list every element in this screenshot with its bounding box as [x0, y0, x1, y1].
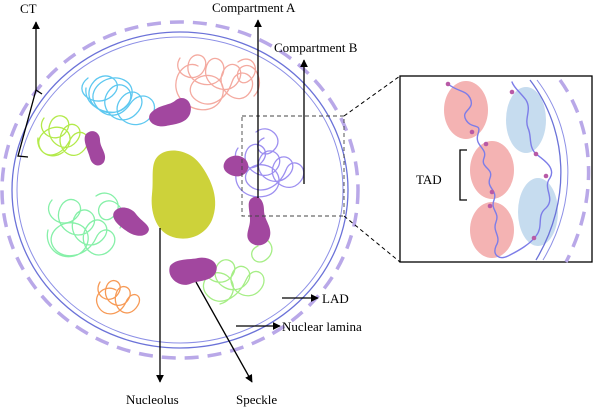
speckle-3	[113, 207, 149, 236]
fiber-bead	[543, 173, 549, 179]
tad-red-2	[470, 141, 514, 199]
tad-bracket	[459, 149, 467, 201]
nuclear-envelope	[0, 20, 360, 360]
speckle-5	[247, 196, 271, 246]
territory-lime	[37, 115, 89, 157]
compartment-a-label: Compartment A	[212, 0, 296, 15]
zoom-envelope-dashes	[558, 78, 591, 263]
nuclear-lamina-label: Nuclear lamina	[282, 319, 362, 334]
zoom-lamina-line-2	[536, 79, 569, 261]
ct-bracket	[17, 89, 37, 158]
ct-label: CT	[20, 1, 37, 16]
annotations	[17, 19, 467, 383]
nucleolus-body	[151, 150, 216, 239]
fiber-bead	[487, 203, 493, 209]
zoom-panel	[399, 75, 593, 263]
tad-blue-2	[518, 178, 558, 246]
tad-label: TAD	[416, 172, 442, 187]
speckle-arrow	[195, 281, 253, 383]
fiber-bead	[533, 151, 539, 157]
tad-red-1	[444, 81, 488, 139]
nucleus	[0, 20, 360, 360]
tad-red-3	[470, 202, 514, 258]
labels: CT Compartment A Compartment B TAD LAD N…	[20, 0, 442, 407]
speckle-6	[169, 257, 217, 285]
zoom-leader-bottom	[343, 215, 401, 263]
fiber-bead	[509, 89, 515, 95]
tad-blue-1	[506, 87, 546, 153]
fiber-bead	[469, 129, 475, 135]
fiber-bead	[531, 235, 537, 241]
fiber-bead	[489, 189, 495, 195]
speckle-label: Speckle	[236, 392, 277, 407]
zoom-box	[241, 115, 345, 217]
speckle-2	[84, 131, 106, 166]
zoom-leader-top	[343, 75, 401, 117]
nuclear-lamina-outer	[11, 31, 349, 349]
lad-label: LAD	[322, 291, 349, 306]
fiber-beads	[445, 81, 549, 241]
compartment-b-label: Compartment B	[274, 40, 358, 55]
fiber-bead	[445, 81, 451, 87]
speckles	[84, 97, 271, 285]
speckle-4	[223, 155, 249, 177]
chromatin-fiber	[447, 81, 553, 259]
speckle-1	[149, 97, 191, 127]
territory-orange	[95, 279, 141, 315]
nuclear-lamina-inner	[16, 36, 344, 344]
ct-bracket-top	[35, 89, 43, 95]
territory-cyan	[81, 75, 156, 126]
nucleolus-label: Nucleolus	[126, 392, 179, 407]
fiber-bead	[483, 141, 489, 147]
zoom-lamina-line-1	[529, 79, 562, 261]
territory-mint	[46, 192, 125, 258]
